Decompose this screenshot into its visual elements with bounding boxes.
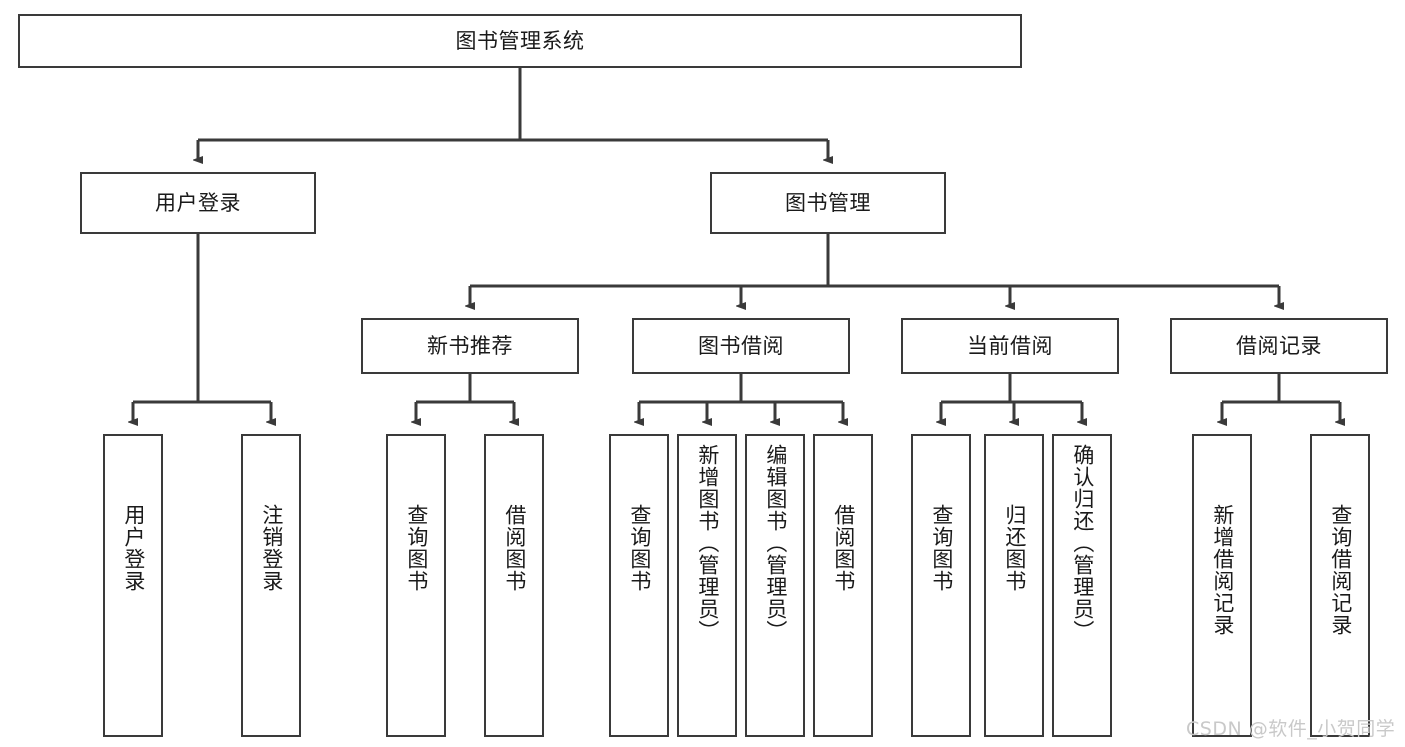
node-current[interactable]: 当前借阅 (901, 318, 1119, 374)
node-label: 借阅图书 (831, 504, 856, 592)
node-leaf-borrow-book[interactable]: 借阅图书 (813, 434, 873, 737)
node-label: 查询图书 (627, 504, 652, 592)
node-label: 图书借阅 (698, 333, 784, 358)
node-label: 图书管理 (785, 190, 871, 215)
node-label: 编辑图书（管理员） (763, 444, 788, 642)
node-label: 当前借阅 (967, 333, 1053, 358)
node-leaf-query-new[interactable]: 查询图书 (386, 434, 446, 737)
node-leaf-logout[interactable]: 注销登录 (241, 434, 301, 737)
node-label: 用户登录 (121, 504, 146, 592)
node-label: 借阅记录 (1236, 333, 1322, 358)
node-leaf-add-record[interactable]: 新增借阅记录 (1192, 434, 1252, 737)
node-label: 确认归还（管理员） (1070, 444, 1095, 642)
node-leaf-borrow-new[interactable]: 借阅图书 (484, 434, 544, 737)
node-label: 图书管理系统 (455, 28, 585, 53)
node-new-book[interactable]: 新书推荐 (361, 318, 579, 374)
node-label: 查询图书 (929, 504, 954, 592)
node-label: 借阅图书 (502, 504, 527, 592)
node-label: 注销登录 (259, 504, 284, 592)
node-label: 新增借阅记录 (1210, 504, 1235, 636)
node-label: 查询借阅记录 (1328, 504, 1353, 636)
node-leaf-return[interactable]: 归还图书 (984, 434, 1044, 737)
node-label: 新增图书（管理员） (695, 444, 720, 642)
node-leaf-confirm[interactable]: 确认归还（管理员） (1052, 434, 1112, 737)
node-leaf-query-record[interactable]: 查询借阅记录 (1310, 434, 1370, 737)
node-leaf-edit-book[interactable]: 编辑图书（管理员） (745, 434, 805, 737)
node-leaf-query-b[interactable]: 查询图书 (609, 434, 669, 737)
node-label: 归还图书 (1002, 504, 1027, 592)
node-user-login[interactable]: 用户登录 (80, 172, 316, 234)
node-label: 查询图书 (404, 504, 429, 592)
node-borrow[interactable]: 图书借阅 (632, 318, 850, 374)
node-leaf-add-book[interactable]: 新增图书（管理员） (677, 434, 737, 737)
node-book-manage[interactable]: 图书管理 (710, 172, 946, 234)
node-label: 新书推荐 (427, 333, 513, 358)
node-leaf-query-c[interactable]: 查询图书 (911, 434, 971, 737)
node-leaf-login[interactable]: 用户登录 (103, 434, 163, 737)
watermark-text: CSDN @软件_小贺同学 (1186, 718, 1396, 740)
node-label: 用户登录 (155, 190, 241, 215)
node-root[interactable]: 图书管理系统 (18, 14, 1022, 68)
node-records[interactable]: 借阅记录 (1170, 318, 1388, 374)
